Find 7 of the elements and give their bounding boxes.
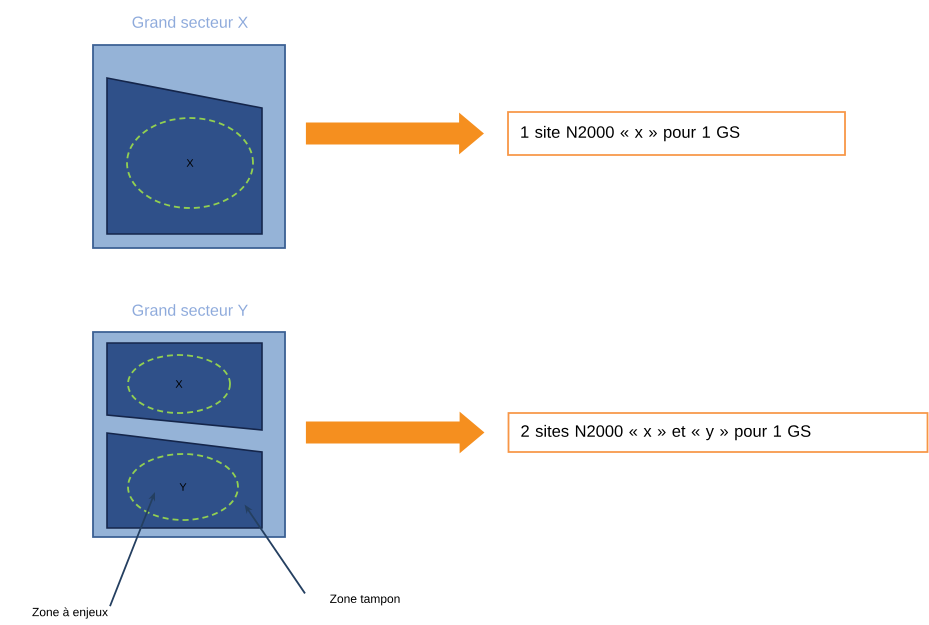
zone-label: Zone à enjeux [32,607,108,619]
zone-polygon [106,342,263,431]
text-box: 1 site N2000 « x » pour 1 GS [507,111,846,156]
node-label: Grand secteur Y [132,304,248,316]
zone-label: Zone tampon [330,594,400,606]
node-label: Grand secteur X [132,16,248,28]
text-box: 2 sites N2000 « x » et « y » pour 1 GS [508,412,928,453]
